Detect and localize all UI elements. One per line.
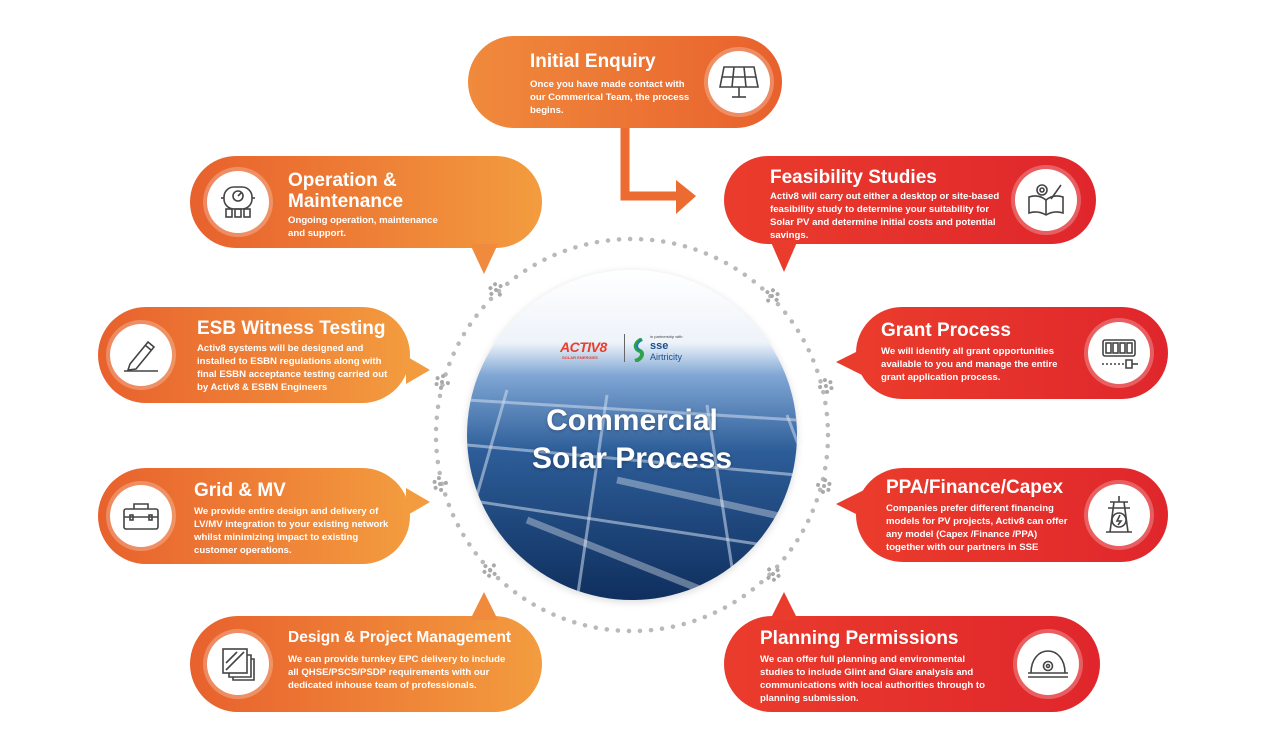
toolbox-icon	[110, 485, 172, 547]
step-desc: We will identify all grant opportunities…	[881, 346, 1058, 383]
partner-logos: ACTIV8 SOLAR ENERGIES in partnership wit…	[560, 330, 710, 368]
logo-divider	[624, 334, 625, 362]
feasibility-tail	[770, 240, 798, 272]
solar-panel-icon	[708, 51, 770, 113]
step-title: Initial Enquiry	[530, 51, 656, 72]
step-grant-process: Grant Process We will identify all grant…	[856, 307, 1168, 399]
grant-tail	[836, 348, 864, 376]
design-tail	[470, 592, 498, 620]
step-grid-mv: Grid & MV We provide entire design and d…	[98, 468, 410, 564]
esb-tail	[406, 356, 430, 384]
meter-icon	[207, 171, 269, 233]
step-desc: Activ8 will carry out either a desktop o…	[770, 191, 1000, 241]
blueprint-icon	[207, 633, 269, 695]
planning-tail	[770, 592, 798, 620]
connector-arrow	[620, 120, 680, 201]
step-desc: Once you have made contact with our Comm…	[530, 79, 690, 116]
step-title-line2: Maintenance	[288, 191, 404, 212]
ppa-tail	[836, 490, 864, 518]
step-planning-permissions: Planning Permissions We can offer full p…	[724, 616, 1100, 712]
step-desc: We provide entire design and delivery of…	[194, 506, 389, 556]
step-desc: Companies prefer different financing mod…	[886, 503, 1068, 553]
connector-arrowhead	[676, 180, 696, 214]
step-title: Design & Project Management	[288, 629, 512, 646]
step-desc: We can offer full planning and environme…	[760, 654, 985, 704]
operation-tail	[470, 244, 498, 274]
book-gear-icon	[1015, 169, 1077, 231]
step-feasibility-studies: Feasibility Studies Activ8 will carry ou…	[724, 156, 1096, 244]
step-title: ESB Witness Testing	[197, 318, 386, 339]
step-title: Grant Process	[881, 320, 1011, 341]
sse-tagline: in partnership with	[650, 334, 683, 339]
center-title: Commercial Solar Process	[467, 402, 797, 478]
sse-swoosh-icon	[633, 338, 645, 362]
step-title: Feasibility Studies	[770, 167, 937, 188]
step-title: Operation & Maintenance	[288, 170, 403, 212]
solar-panel-photo	[467, 270, 797, 600]
ring-arrow-markers	[432, 282, 834, 582]
sse-airtricity: Airtricity	[650, 352, 682, 362]
step-title: PPA/Finance/Capex	[886, 477, 1064, 498]
activ8-logo-sub: SOLAR ENERGIES	[562, 355, 598, 360]
step-operation-maintenance: Operation & Maintenance Ongoing operatio…	[190, 156, 542, 248]
step-esb-witness-testing: ESB Witness Testing Activ8 systems will …	[98, 307, 410, 403]
step-design-project-management: Design & Project Management We can provi…	[190, 616, 542, 712]
step-title: Planning Permissions	[760, 628, 959, 649]
battery-plug-icon	[1088, 322, 1150, 384]
step-ppa-finance-capex: PPA/Finance/Capex Companies prefer diffe…	[856, 468, 1168, 562]
center-title-line1: Commercial	[546, 404, 718, 437]
center-title-line2: Solar Process	[531, 442, 733, 475]
sse-brand: sse	[650, 340, 669, 352]
hard-hat-icon	[1017, 633, 1079, 695]
pencil-icon	[110, 324, 172, 386]
step-desc: We can provide turnkey EPC delivery to i…	[288, 654, 506, 691]
step-desc: Activ8 systems will be designed and inst…	[197, 343, 388, 393]
step-title: Grid & MV	[194, 480, 286, 501]
step-title-line1: Operation &	[288, 170, 397, 191]
step-initial-enquiry: Initial Enquiry Once you have made conta…	[468, 36, 782, 128]
step-desc: Ongoing operation, maintenance and suppo…	[288, 215, 438, 239]
center-circle	[467, 270, 797, 600]
pylon-icon	[1088, 484, 1150, 546]
activ8-logo: ACTIV8	[560, 339, 607, 355]
grid-tail	[406, 488, 430, 516]
